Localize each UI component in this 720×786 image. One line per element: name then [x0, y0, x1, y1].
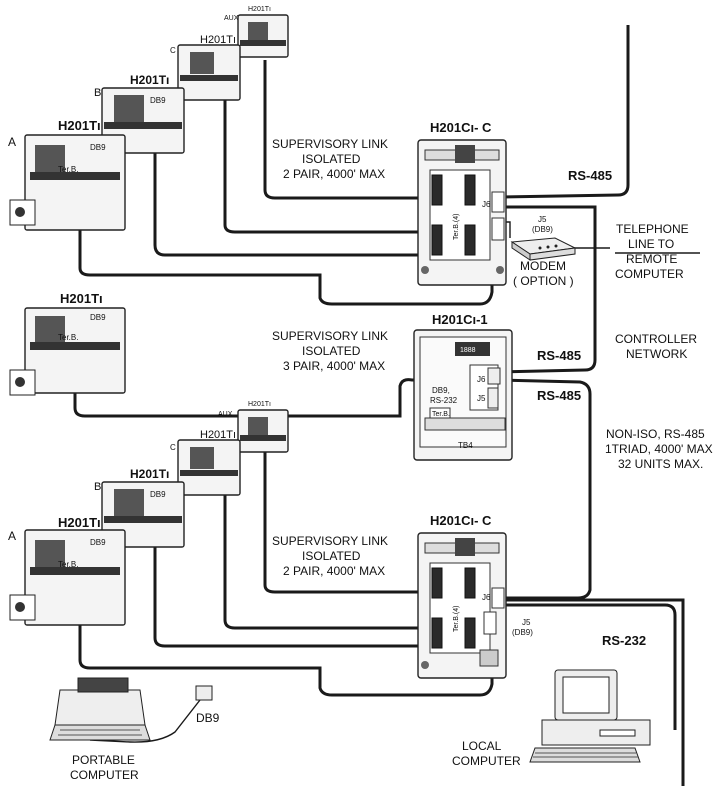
j5-top-label: J5 — [538, 215, 547, 224]
j5-top-db9: (DB9) — [532, 225, 553, 234]
a-bottom-label: A — [8, 529, 16, 543]
db9-a-bottom: DB9 — [90, 538, 106, 547]
local-computer — [529, 669, 651, 763]
h201ti-aux-top: H201Tı — [248, 6, 271, 13]
supervisory-link-top: SUPERVISORY LINK ISOLATED 2 PAIR, 4000' … — [272, 137, 391, 181]
controller-top: Ter.B.(4) J6 H201Cı- C J5 (DB9) — [417, 120, 553, 286]
b-bottom-label: B — [94, 481, 101, 493]
terminal-middle: DB9 Ter.B. H201Tı — [9, 291, 126, 396]
terb-mid-label: Ter.B. — [432, 411, 450, 418]
h201ti-mid: H201Tı — [60, 291, 103, 306]
j6-top-label: J6 — [482, 200, 491, 209]
c-bottom-label: C — [170, 443, 176, 452]
h201ti-a-top: H201Tı — [58, 118, 101, 133]
modem-label: MODEM( OPTION ) — [513, 259, 574, 288]
terb-mid: Ter.B. — [58, 333, 78, 342]
db9-a-top: DB9 — [90, 143, 106, 152]
h201ci-c-bottom-title: H201Cı- C — [430, 513, 492, 528]
telephone-line-label: TELEPHONE LINE TO REMOTE COMPUTER — [615, 222, 692, 281]
h201ti-a-bottom: H201Tı — [58, 515, 101, 530]
controller-network-label: CONTROLLER NETWORK — [615, 332, 700, 361]
terb4-bottom-label: Ter.B.(4) — [453, 606, 460, 632]
rs232-label: RS-232 — [602, 633, 646, 648]
controller-middle: 1888 H201Cı-1 J6 J5 DB9,RS-232 Ter.B. TB… — [413, 312, 513, 461]
aux-bottom-label: AUX — [218, 411, 233, 418]
h201ti-c-top: H201Tı — [200, 34, 236, 46]
db9-mid: DB9 — [90, 313, 106, 322]
terminal-group-bottom: AUX H201Tı C H201Tı DB9 B H201Tı DB9 Ter… — [8, 401, 289, 626]
b-top-label: B — [94, 87, 101, 99]
db9-rs232-label: DB9,RS-232 — [430, 386, 458, 405]
terminal-group-top: AUX H201Tı C H201Tı DB9 B H201Tı DB9 Ter… — [8, 6, 289, 231]
svg-text:DB9: DB9 — [150, 490, 166, 499]
rs485-top: RS-485 — [568, 168, 612, 183]
aux-top-label: AUX — [224, 15, 239, 22]
h201ti-c-bottom: H201Tı — [200, 429, 236, 441]
supervisory-link-middle: SUPERVISORY LINK ISOLATED 3 PAIR, 4000' … — [272, 329, 391, 373]
controller-bottom: Ter.B.(4) J6 H201Cı- C J5(DB9) — [417, 513, 533, 679]
svg-text:1888: 1888 — [460, 347, 476, 354]
terb-a-bottom: Ter.B. — [58, 560, 78, 569]
terb4-top-label: Ter.B.(4) — [453, 214, 460, 240]
portable-computer — [49, 677, 213, 741]
h201ti-b-bottom: H201Tı — [130, 467, 169, 481]
tb4-label: TB4 — [458, 441, 473, 450]
c-top-label: C — [170, 46, 176, 55]
db9-plug-label: DB9 — [196, 711, 220, 725]
h201ci-1-title: H201Cı-1 — [432, 312, 488, 327]
j5-mid-label: J5 — [477, 394, 486, 403]
j6-bottom-label: J6 — [482, 593, 491, 602]
rs485-middle-upper: RS-485 — [537, 348, 581, 363]
a-top-label: A — [8, 135, 16, 149]
h201ci-c-top-title: H201Cı- C — [430, 120, 492, 135]
j5-bottom-label: J5(DB9) — [512, 618, 533, 637]
non-iso-label: NON-ISO, RS-485 1TRIAD, 4000' MAX 32 UNI… — [605, 427, 716, 471]
terb-a-top: Ter.B. — [58, 165, 78, 174]
modem — [510, 237, 577, 261]
h201ti-b-top: H201Tı — [130, 73, 169, 87]
j6-mid-label: J6 — [477, 375, 486, 384]
wires — [73, 25, 685, 786]
h201ti-aux-bottom: H201Tı — [248, 401, 271, 408]
rs485-middle-lower: RS-485 — [537, 388, 581, 403]
svg-text:DB9: DB9 — [150, 96, 166, 105]
supervisory-link-bottom: SUPERVISORY LINK ISOLATED 2 PAIR, 4000' … — [272, 534, 391, 578]
